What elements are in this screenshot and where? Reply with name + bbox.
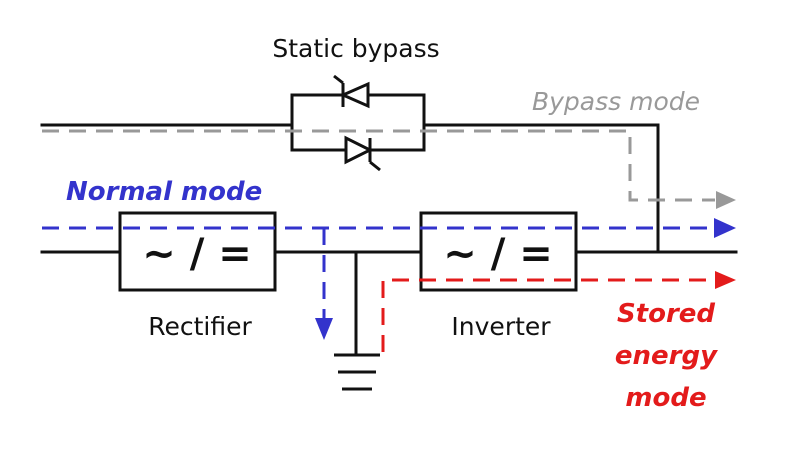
normal-mode-charge-arrowhead [315,318,333,340]
static-bypass-frame [290,93,426,152]
normal-mode-label: Normal mode [66,177,262,207]
stored-energy-mode-label: Stored energy mode [615,299,718,413]
inverter-symbol: ~ / = [443,231,553,277]
static-bypass-switch [290,74,426,172]
inverter-block: ~ / = [419,211,578,292]
thyristor-icon [344,135,381,172]
rectifier-box [118,211,277,292]
ground-icon [334,353,380,391]
normal-mode-path [42,218,736,340]
normal-mode-arrowhead [714,218,736,238]
bypass-mode-path [42,129,736,209]
stored-energy-label-line1: Stored [617,299,715,329]
rectifier-symbol: ~ / = [142,231,252,277]
inverter-label: Inverter [451,312,551,341]
static-bypass-label: Static bypass [272,34,439,63]
inverter-box [419,211,578,292]
rectifier-block: ~ / = [118,211,277,292]
circuit-wiring [40,123,738,354]
rectifier-label: Rectifier [148,312,252,341]
bypass-mode-arrowhead [716,191,736,209]
bypass-mode-label: Bypass mode [532,87,700,116]
stored-energy-label-line3: mode [625,383,706,413]
stored-energy-label-line2: energy [615,341,718,371]
stored-energy-mode-path [381,271,736,352]
stored-energy-mode-arrowhead [715,271,736,289]
thyristor-icon [333,74,370,109]
